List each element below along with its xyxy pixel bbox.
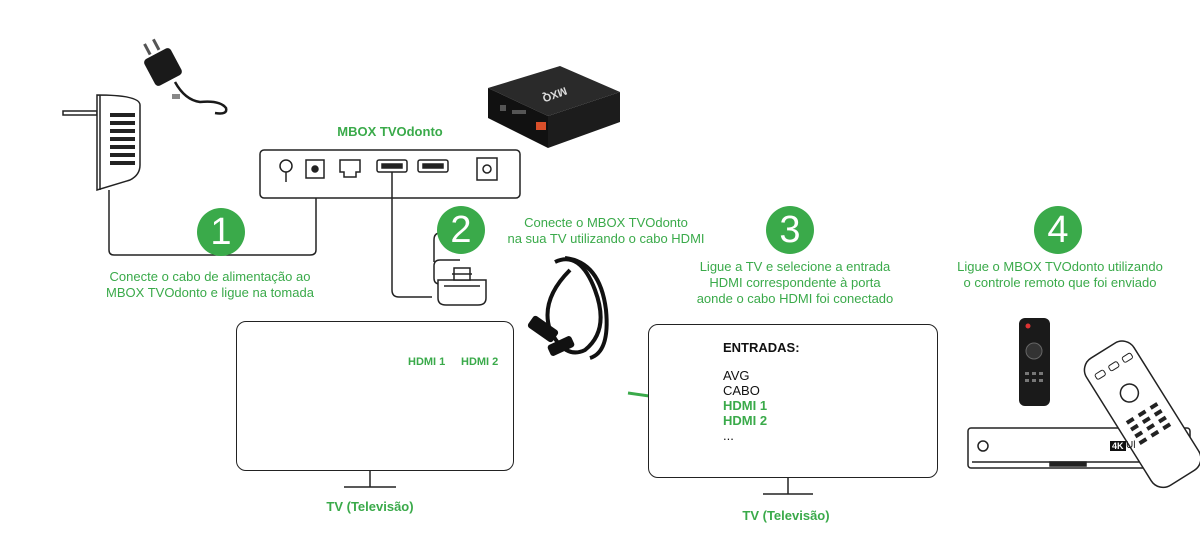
tv2-screen [648, 324, 938, 478]
tv1-stand [344, 470, 396, 488]
tv2-label: TV (Televisão) [742, 508, 830, 523]
receiver-brand-text: Ul [1126, 440, 1136, 451]
tv1-screen [236, 321, 514, 471]
remote-control-icon [1019, 318, 1050, 406]
tv2-stand [763, 478, 813, 495]
power-plug-icon [62, 94, 317, 256]
input-item-avg: AVG [723, 368, 750, 383]
step-3-badge: 3 [766, 206, 814, 254]
large-remote-icon [1083, 340, 1200, 489]
step-2-caption: Conecte o MBOX TVOdonto na sua TV utiliz… [486, 215, 726, 247]
caption-line: aonde o cabo HDMI foi conectado [696, 291, 894, 306]
inputs-menu: ENTRADAS: AVG CABO HDMI 1 HDMI 2 ... [723, 340, 800, 443]
step-3-caption: Ligue a TV e selecione a entrada HDMI co… [675, 259, 915, 307]
mbox-rear-panel [259, 149, 521, 306]
input-item-more: ... [723, 428, 734, 443]
caption-line: Ligue a TV e selecione a entrada [699, 259, 891, 274]
tv1-label: TV (Televisão) [326, 499, 414, 514]
step-4-caption: Ligue o MBOX TVOdonto utilizando o contr… [930, 259, 1190, 291]
tv1-port-hdmi2: HDMI 2 [461, 356, 499, 368]
tv-box-device-icon [488, 66, 620, 148]
power-adapter-icon [143, 38, 228, 115]
inputs-menu-title: ENTRADAS: [723, 340, 800, 355]
tv1-port-hdmi1: HDMI 1 [408, 356, 446, 368]
caption-line: o controle remoto que foi enviado [963, 275, 1157, 290]
step-1-caption: Conecte o cabo de alimentação ao MBOX TV… [70, 269, 350, 301]
step-4-badge: 4 [1034, 206, 1082, 254]
input-item-hdmi2: HDMI 2 [723, 413, 768, 428]
caption-line: Conecte o MBOX TVOdonto [524, 215, 688, 230]
receiver-4k-badge: 4K [1110, 441, 1126, 451]
caption-line: HDMI correspondente à porta [709, 275, 881, 290]
caption-line: MBOX TVOdonto e ligue na tomada [106, 285, 314, 300]
input-item-hdmi1: HDMI 1 [723, 398, 768, 413]
hdmi-cable-icon [527, 256, 609, 360]
step-2-badge: 2 [437, 206, 485, 254]
step-1-badge: 1 [197, 208, 245, 256]
input-item-cabo: CABO [723, 383, 760, 398]
caption-line: Conecte o cabo de alimentação ao [109, 269, 311, 284]
box-title: MBOX TVOdonto [337, 124, 443, 139]
caption-line: Ligue o MBOX TVOdonto utilizando [957, 259, 1163, 274]
caption-line: na sua TV utilizando o cabo HDMI [507, 231, 705, 246]
